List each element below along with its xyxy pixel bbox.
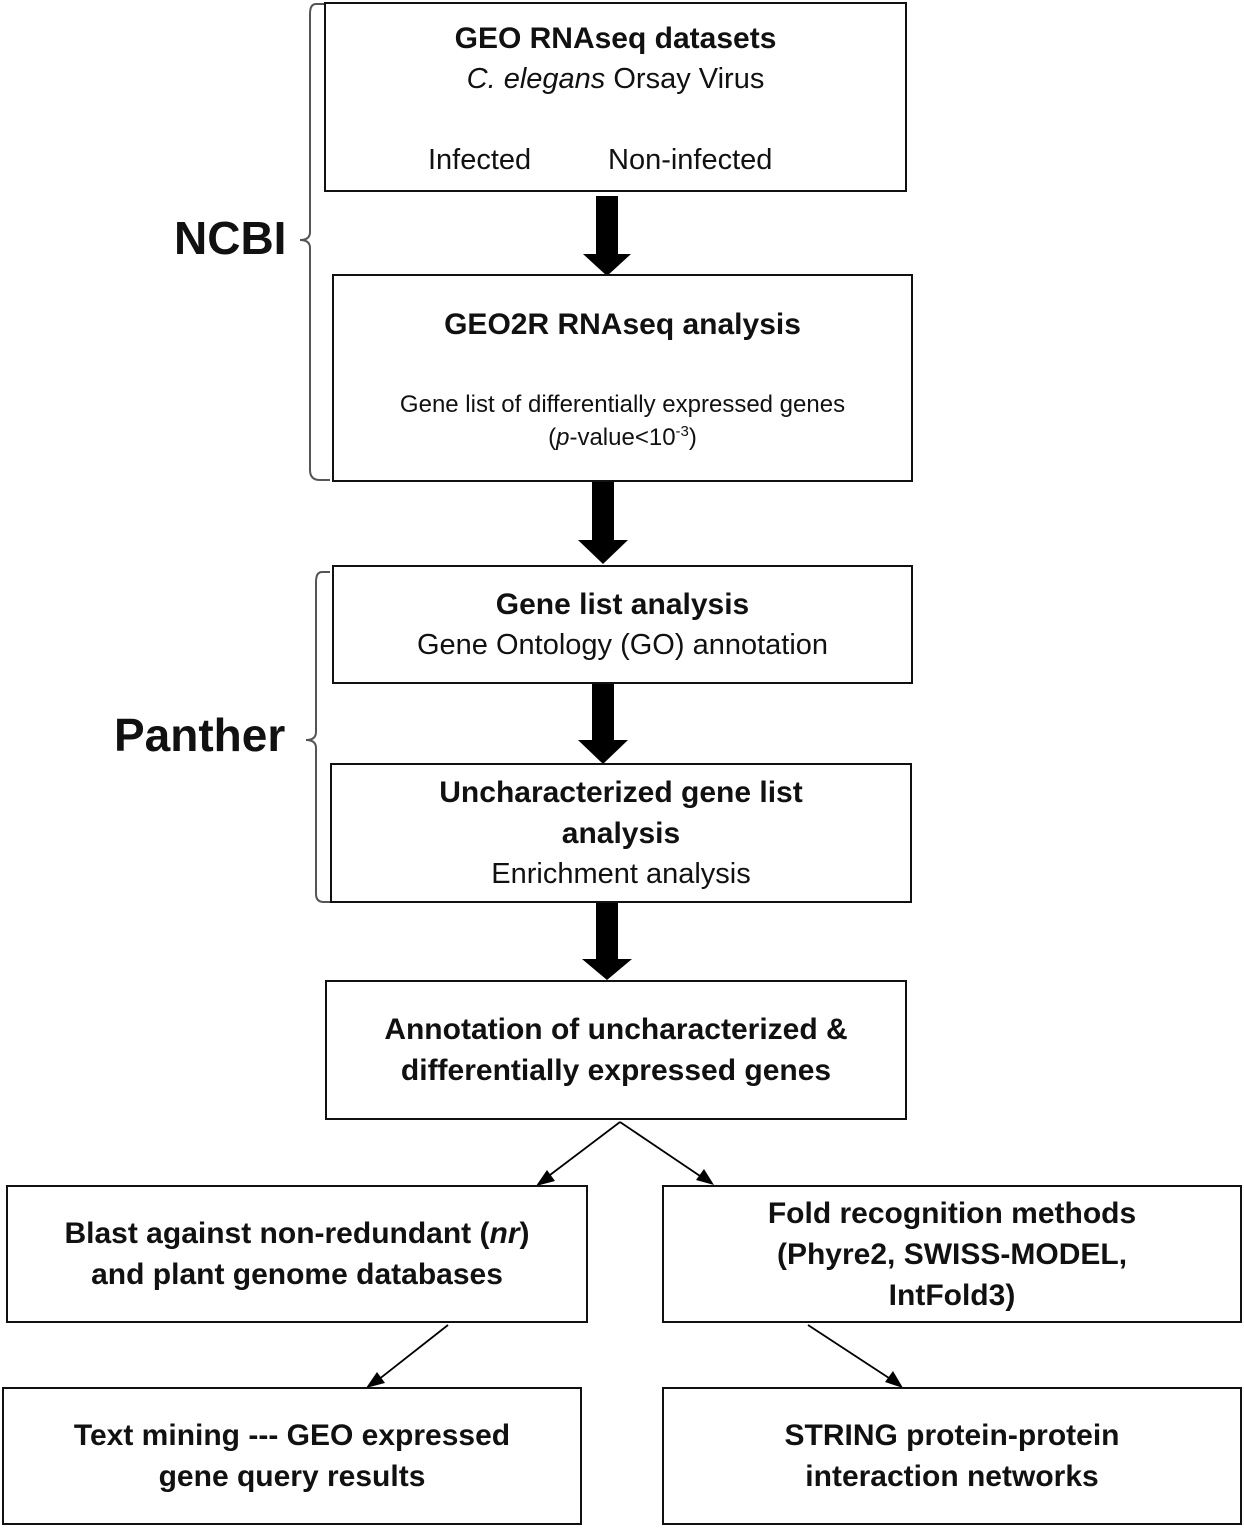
annotation-line-1: Annotation of uncharacterized & xyxy=(384,1013,848,1046)
thick-arrow-1 xyxy=(583,196,631,276)
geo2r-pvalue: (p-value<10-3) xyxy=(548,423,697,451)
string-line-2: interaction networks xyxy=(805,1460,1099,1493)
thick-arrow-4 xyxy=(582,903,632,980)
noninfected-label: Non-infected xyxy=(608,144,773,176)
geo-datasets-box: GEO RNAseq datasets C. elegans Orsay Vir… xyxy=(324,2,907,192)
gene-list-analysis-box: Gene list analysis Gene Ontology (GO) an… xyxy=(332,565,913,684)
ncbi-bracket xyxy=(299,3,330,481)
text-mining-box: Text mining --- GEO expressed gene query… xyxy=(2,1387,582,1525)
panther-bracket xyxy=(305,571,332,903)
string-line-1: STRING protein-protein xyxy=(784,1419,1120,1452)
geo2r-box: GEO2R RNAseq analysis xyxy=(332,274,913,482)
uncharacterized-subtitle: Enrichment analysis xyxy=(491,858,751,890)
organism-name: C. elegans xyxy=(466,63,606,95)
panther-label: Panther xyxy=(114,709,286,761)
text-mining-line-2: gene query results xyxy=(158,1460,426,1493)
geo-datasets-title: GEO RNAseq datasets xyxy=(454,22,777,55)
text-mining-line-1: Text mining --- GEO expressed xyxy=(73,1419,511,1452)
fold-recognition-box: Fold recognition methods (Phyre2, SWISS-… xyxy=(662,1185,1242,1323)
thick-arrow-3 xyxy=(578,684,628,764)
blast-line-2: and plant genome databases xyxy=(91,1258,503,1291)
geo-datasets-organism-line: C. elegans Orsay Virus xyxy=(467,59,765,99)
fold-line-3: IntFold3) xyxy=(888,1278,1016,1312)
string-box: STRING protein-protein interaction netwo… xyxy=(662,1387,1242,1525)
virus-name: Orsay Virus xyxy=(605,63,765,95)
infected-label: Infected xyxy=(428,144,532,176)
blast-box: Blast against non-redundant (nr) and pla… xyxy=(6,1185,588,1323)
gene-list-analysis-subtitle: Gene Ontology (GO) annotation xyxy=(416,629,829,661)
geo2r-title: GEO2R RNAseq analysis xyxy=(444,308,801,341)
split-arrow-left xyxy=(536,1121,621,1186)
uncharacterized-title-2: analysis xyxy=(561,817,681,850)
ncbi-label: NCBI xyxy=(174,212,287,264)
uncharacterized-title-1: Uncharacterized gene list xyxy=(439,776,803,809)
thick-arrow-2 xyxy=(578,482,628,564)
annotation-box: Annotation of uncharacterized & differen… xyxy=(325,980,907,1120)
uncharacterized-box: Uncharacterized gene list analysis Enric… xyxy=(330,763,912,903)
split-arrow-right xyxy=(619,1121,714,1185)
fold-line-1: Fold recognition methods xyxy=(767,1196,1137,1230)
arrow-blast-to-textmining xyxy=(366,1324,449,1388)
gene-list-analysis-title: Gene list analysis xyxy=(495,588,750,621)
fold-line-2: (Phyre2, SWISS-MODEL, xyxy=(776,1237,1128,1271)
annotation-line-2: differentially expressed genes xyxy=(400,1054,832,1087)
geo2r-gene-list: Gene list of differentially expressed ge… xyxy=(399,391,846,418)
arrow-fold-to-string xyxy=(807,1324,903,1388)
blast-line-1: Blast against non-redundant (nr) xyxy=(64,1217,530,1250)
